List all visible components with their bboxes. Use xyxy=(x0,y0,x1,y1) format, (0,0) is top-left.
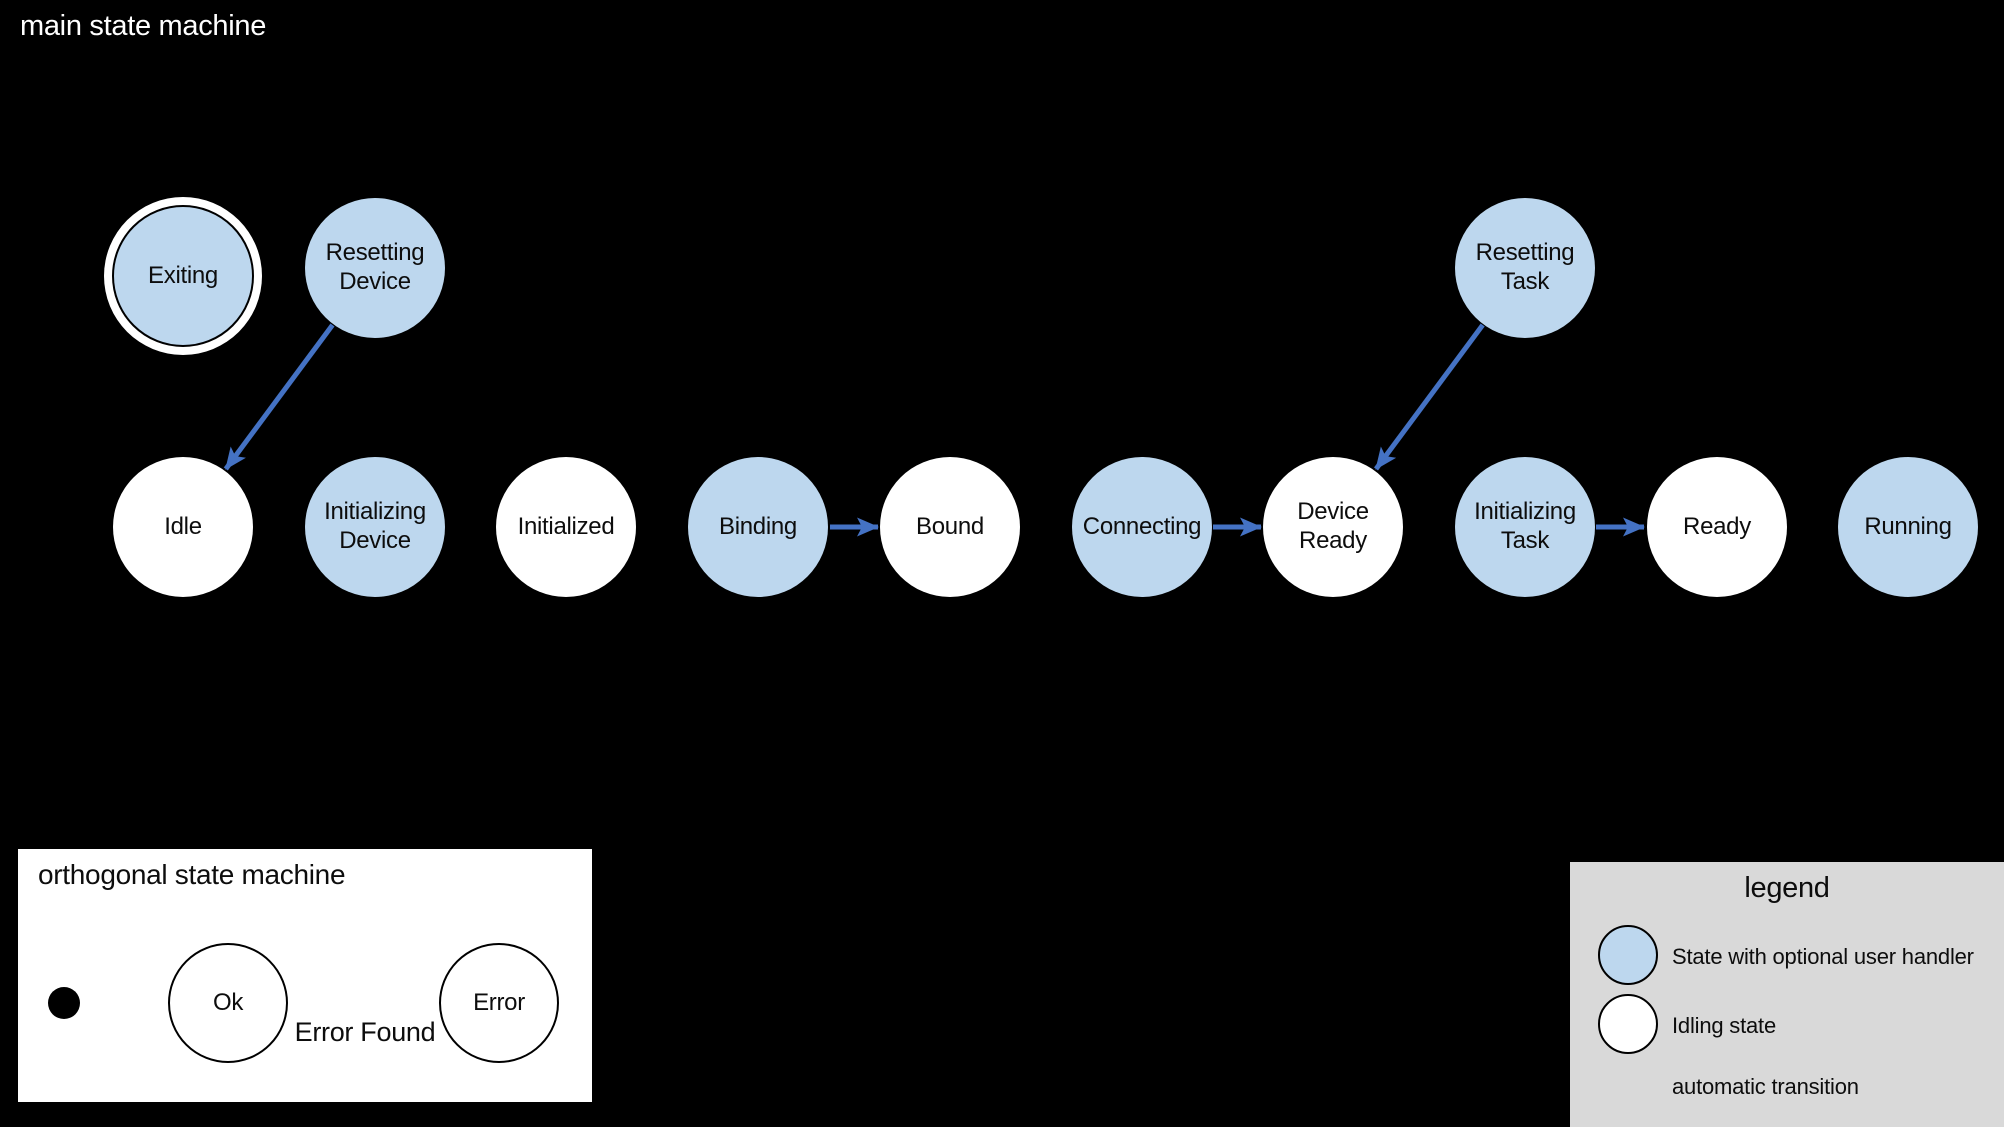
state-device-ready: Device Ready xyxy=(1263,457,1403,597)
state-label: Running xyxy=(1864,512,1952,540)
state-exiting: Exiting xyxy=(112,205,254,347)
state-label: Bound xyxy=(916,512,984,540)
state-label: Idle xyxy=(164,512,202,540)
main-machine-title: main state machine xyxy=(20,10,267,42)
state-label: Ok xyxy=(212,989,244,1016)
state-resetting-task: Resetting Task xyxy=(1455,198,1595,338)
state-initializing-device: Initializing Device xyxy=(305,457,445,597)
state-label: Error xyxy=(473,989,525,1016)
state-label: Device Ready xyxy=(1297,498,1369,554)
arrow-resetting-task-to-device-ready xyxy=(1373,323,1485,471)
state-initialized: Initialized xyxy=(496,457,636,597)
orthogonal-machine-panel: orthogonal state machine Ok Error Error … xyxy=(18,849,592,1102)
state-label: Exiting xyxy=(148,261,218,289)
state-label: Resetting Device xyxy=(325,239,425,295)
state-running: Running xyxy=(1838,457,1978,597)
initial-state-dot xyxy=(48,987,80,1019)
state-initializing-task: Initializing Task xyxy=(1455,457,1595,597)
legend-item-label: State with optional user handler xyxy=(1672,944,1974,969)
state-label: Initializing Task xyxy=(1474,498,1576,554)
state-label: Binding xyxy=(719,512,797,540)
state-label: Ready xyxy=(1683,512,1751,540)
state-label: Connecting xyxy=(1082,512,1202,540)
state-resetting-device: Resetting Device xyxy=(305,198,445,338)
state-connecting: Connecting xyxy=(1072,457,1212,597)
state-ok: Ok xyxy=(168,943,288,1063)
orthogonal-machine-title: orthogonal state machine xyxy=(38,859,346,890)
legend-item-label: Idling state xyxy=(1672,1013,1777,1038)
state-label: Initialized xyxy=(517,512,615,540)
idling-state-circle-icon xyxy=(1598,994,1658,1054)
transition-label-error-found: Error Found xyxy=(294,1017,436,1047)
legend-panel: legend State with optional user handler … xyxy=(1570,862,2004,1127)
legend-item-label: automatic transition xyxy=(1672,1074,1859,1099)
state-bound: Bound xyxy=(880,457,1020,597)
state-idle: Idle xyxy=(113,457,253,597)
state-label: Initializing Device xyxy=(324,498,426,554)
state-binding: Binding xyxy=(688,457,828,597)
state-exiting-final-ring: Exiting xyxy=(104,197,262,355)
arrow-resetting-device-to-idle xyxy=(223,323,335,471)
state-ready: Ready xyxy=(1647,457,1787,597)
state-error: Error xyxy=(439,943,559,1063)
legend-title: legend xyxy=(1744,872,1830,904)
state-label: Resetting Task xyxy=(1475,239,1575,295)
handler-state-circle-icon xyxy=(1598,925,1658,985)
